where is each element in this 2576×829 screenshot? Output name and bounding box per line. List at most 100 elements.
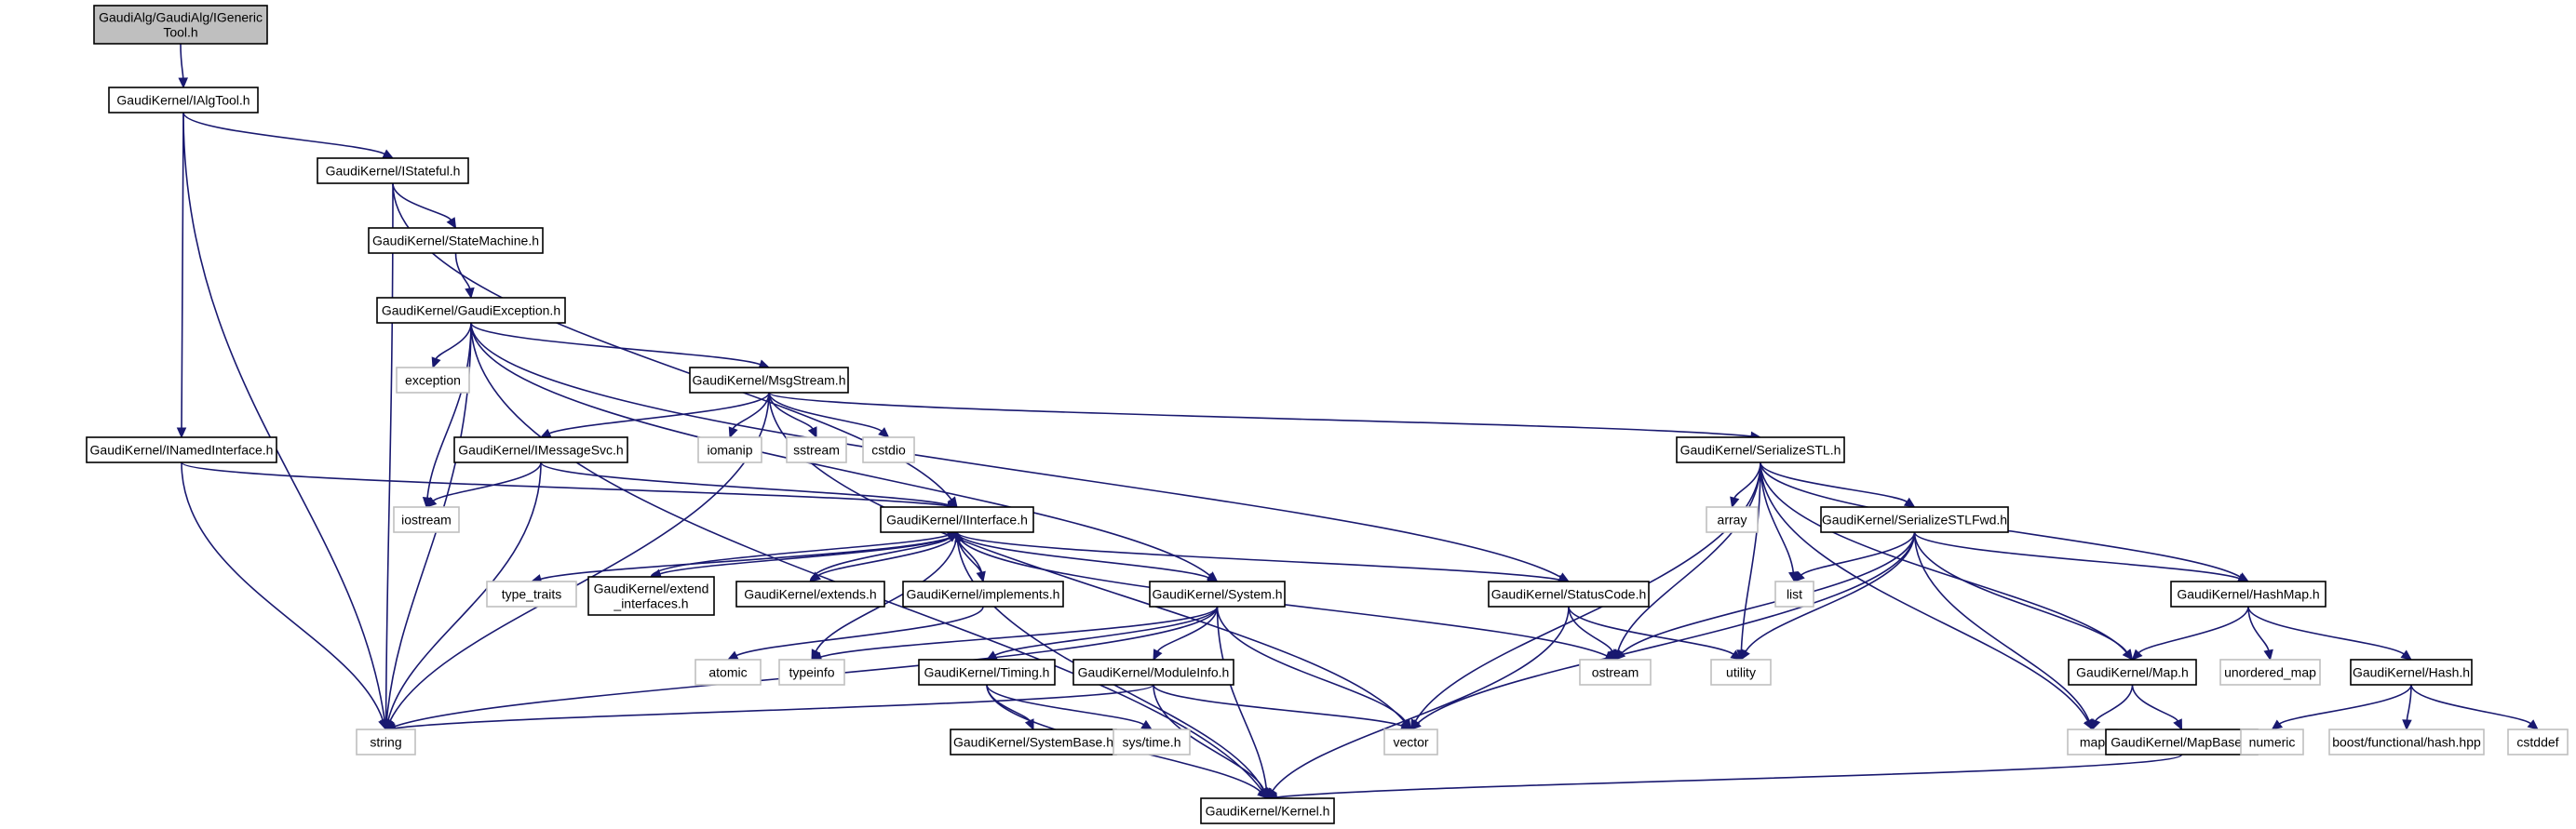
node-string[interactable]: string (356, 729, 416, 755)
edge-istate-to-smach (392, 182, 457, 230)
edge-iiface-to-extends (809, 531, 958, 582)
node-serstl[interactable]: GaudiKernel/SerializeSTL.h (1676, 436, 1845, 463)
edge-arrowhead (1409, 719, 1422, 730)
node-map_h[interactable]: GaudiKernel/Map.h (2068, 659, 2197, 686)
edge-arrowhead (431, 356, 441, 369)
edge-layer (176, 43, 2539, 803)
edge-arrowhead (1153, 648, 1163, 662)
edge-ialg-to-istate (182, 112, 395, 159)
node-systime[interactable]: sys/time.h (1113, 729, 1191, 755)
node-atomic[interactable]: atomic (695, 659, 762, 686)
node-label: GaudiKernel/ModuleInfo.h (1078, 665, 1230, 680)
node-box (453, 436, 628, 463)
edge-line (1801, 531, 1916, 576)
node-status[interactable]: GaudiKernel/StatusCode.h (1488, 581, 1650, 608)
node-label: cstdio (871, 443, 906, 458)
edge-arrowhead (2263, 648, 2273, 662)
edge-line (1733, 461, 1761, 499)
node-boosthash[interactable]: boost/functional/hash.hpp (2328, 729, 2485, 755)
node-inamed[interactable]: GaudiKernel/INamedInterface.h (86, 436, 277, 463)
edge-arrowhead (1259, 787, 1269, 800)
edge-line (809, 537, 951, 582)
node-exception[interactable]: exception (396, 367, 470, 394)
node-msg[interactable]: GaudiKernel/MsgStream.h (689, 367, 849, 394)
node-mapbase[interactable]: GaudiKernel/MapBase.h (2105, 729, 2259, 755)
node-label: GaudiKernel/StatusCode.h (1491, 587, 1647, 602)
node-label: GaudiKernel/GaudiException.h (382, 303, 560, 318)
edge-line (768, 392, 814, 430)
node-smach[interactable]: GaudiKernel/StateMachine.h (368, 227, 544, 254)
edge-line (2247, 606, 2270, 651)
edge-arrowhead (382, 149, 395, 159)
edge-line (659, 531, 958, 575)
node-system[interactable]: GaudiKernel/System.h (1149, 581, 1286, 608)
node-box (1579, 659, 1652, 686)
node-modinfo[interactable]: GaudiKernel/ModuleInfo.h (1072, 659, 1234, 686)
node-imsgsvc[interactable]: GaudiKernel/IMessageSvc.h (453, 436, 628, 463)
node-typetraits[interactable]: type_traits (486, 581, 577, 608)
node-box (2170, 581, 2326, 608)
node-cstdio[interactable]: cstdio (862, 436, 915, 463)
edge-line (182, 112, 385, 721)
node-iiface[interactable]: GaudiKernel/IInterface.h (880, 506, 1034, 533)
edge-imsgsvc-to-iostream (425, 461, 542, 508)
node-umap[interactable]: unordered_map (2219, 659, 2321, 686)
edge-line (1216, 606, 1268, 790)
node-box (735, 581, 885, 608)
edge-iiface-to-status (956, 531, 1571, 585)
edge-line (182, 112, 385, 155)
node-impl[interactable]: GaudiKernel/implements.h (902, 581, 1064, 608)
edge-modinfo-to-vector (1153, 684, 1412, 730)
edge-line (768, 392, 1752, 437)
node-label: unordered_map (2224, 665, 2316, 680)
edge-smach-to-gexc (454, 252, 475, 300)
node-label: GaudiKernel/StateMachine.h (372, 234, 539, 248)
node-numeric[interactable]: numeric (2240, 729, 2304, 755)
node-box (376, 297, 566, 324)
node-label: map (2080, 735, 2105, 750)
node-label: sys/time.h (1122, 735, 1180, 750)
node-iomanip[interactable]: iomanip (697, 436, 762, 463)
node-cstddef[interactable]: cstddef (2507, 729, 2569, 755)
node-utility[interactable]: utility (1710, 659, 1772, 686)
node-sysbase[interactable]: GaudiKernel/SystemBase.h (950, 729, 1117, 755)
node-serfwd[interactable]: GaudiKernel/SerializeSTLFwd.h (1820, 506, 2009, 533)
node-istate[interactable]: GaudiKernel/IStateful.h (317, 157, 469, 184)
node-typeinfo[interactable]: typeinfo (778, 659, 845, 686)
edge-gexc-to-exception (431, 322, 472, 369)
node-iostream[interactable]: iostream (393, 506, 460, 533)
edge-arrowhead (1793, 570, 1805, 582)
node-hash[interactable]: GaudiKernel/Hash.h (2350, 659, 2473, 686)
node-list[interactable]: list (1774, 581, 1814, 608)
node-sstream[interactable]: sstream (786, 436, 847, 463)
edge-line (1568, 606, 1734, 655)
node-vector[interactable]: vector (1383, 729, 1438, 755)
edge-ialg-to-string (182, 112, 390, 731)
node-ostream[interactable]: ostream (1579, 659, 1652, 686)
edge-msg-to-sstream (768, 392, 817, 439)
edge-arrowhead (2123, 648, 2134, 661)
node-extends[interactable]: GaudiKernel/extends.h (735, 581, 885, 608)
node-kernel[interactable]: GaudiKernel/Kernel.h (1200, 797, 1335, 824)
edge-line (956, 531, 1209, 579)
node-extif[interactable]: GaudiKernel/extend_interfaces.h (587, 576, 715, 616)
edge-modinfo-to-string (384, 684, 1154, 733)
node-hashmap[interactable]: GaudiKernel/HashMap.h (2170, 581, 2326, 608)
edge-serfwd-to-utility (1740, 531, 1916, 662)
node-gexc[interactable]: GaudiKernel/GaudiException.h (376, 297, 566, 324)
node-ialg[interactable]: GaudiKernel/IAlgTool.h (108, 87, 259, 114)
edge-line (1568, 606, 1613, 652)
node-box (1488, 581, 1650, 608)
edge-line (540, 461, 949, 506)
node-box (2240, 729, 2304, 755)
node-label: vector (1393, 735, 1428, 750)
node-label: GaudiKernel/SystemBase.h (953, 735, 1113, 750)
edge-line (548, 392, 770, 435)
node-label: GaudiKernel/IAlgTool.h (116, 93, 250, 108)
node-timing[interactable]: GaudiKernel/Timing.h (918, 659, 1056, 686)
edge-line (2131, 684, 2178, 722)
node-array[interactable]: array (1706, 506, 1759, 533)
edge-line (1760, 461, 1908, 503)
edge-ialg-to-inamed (176, 112, 187, 439)
